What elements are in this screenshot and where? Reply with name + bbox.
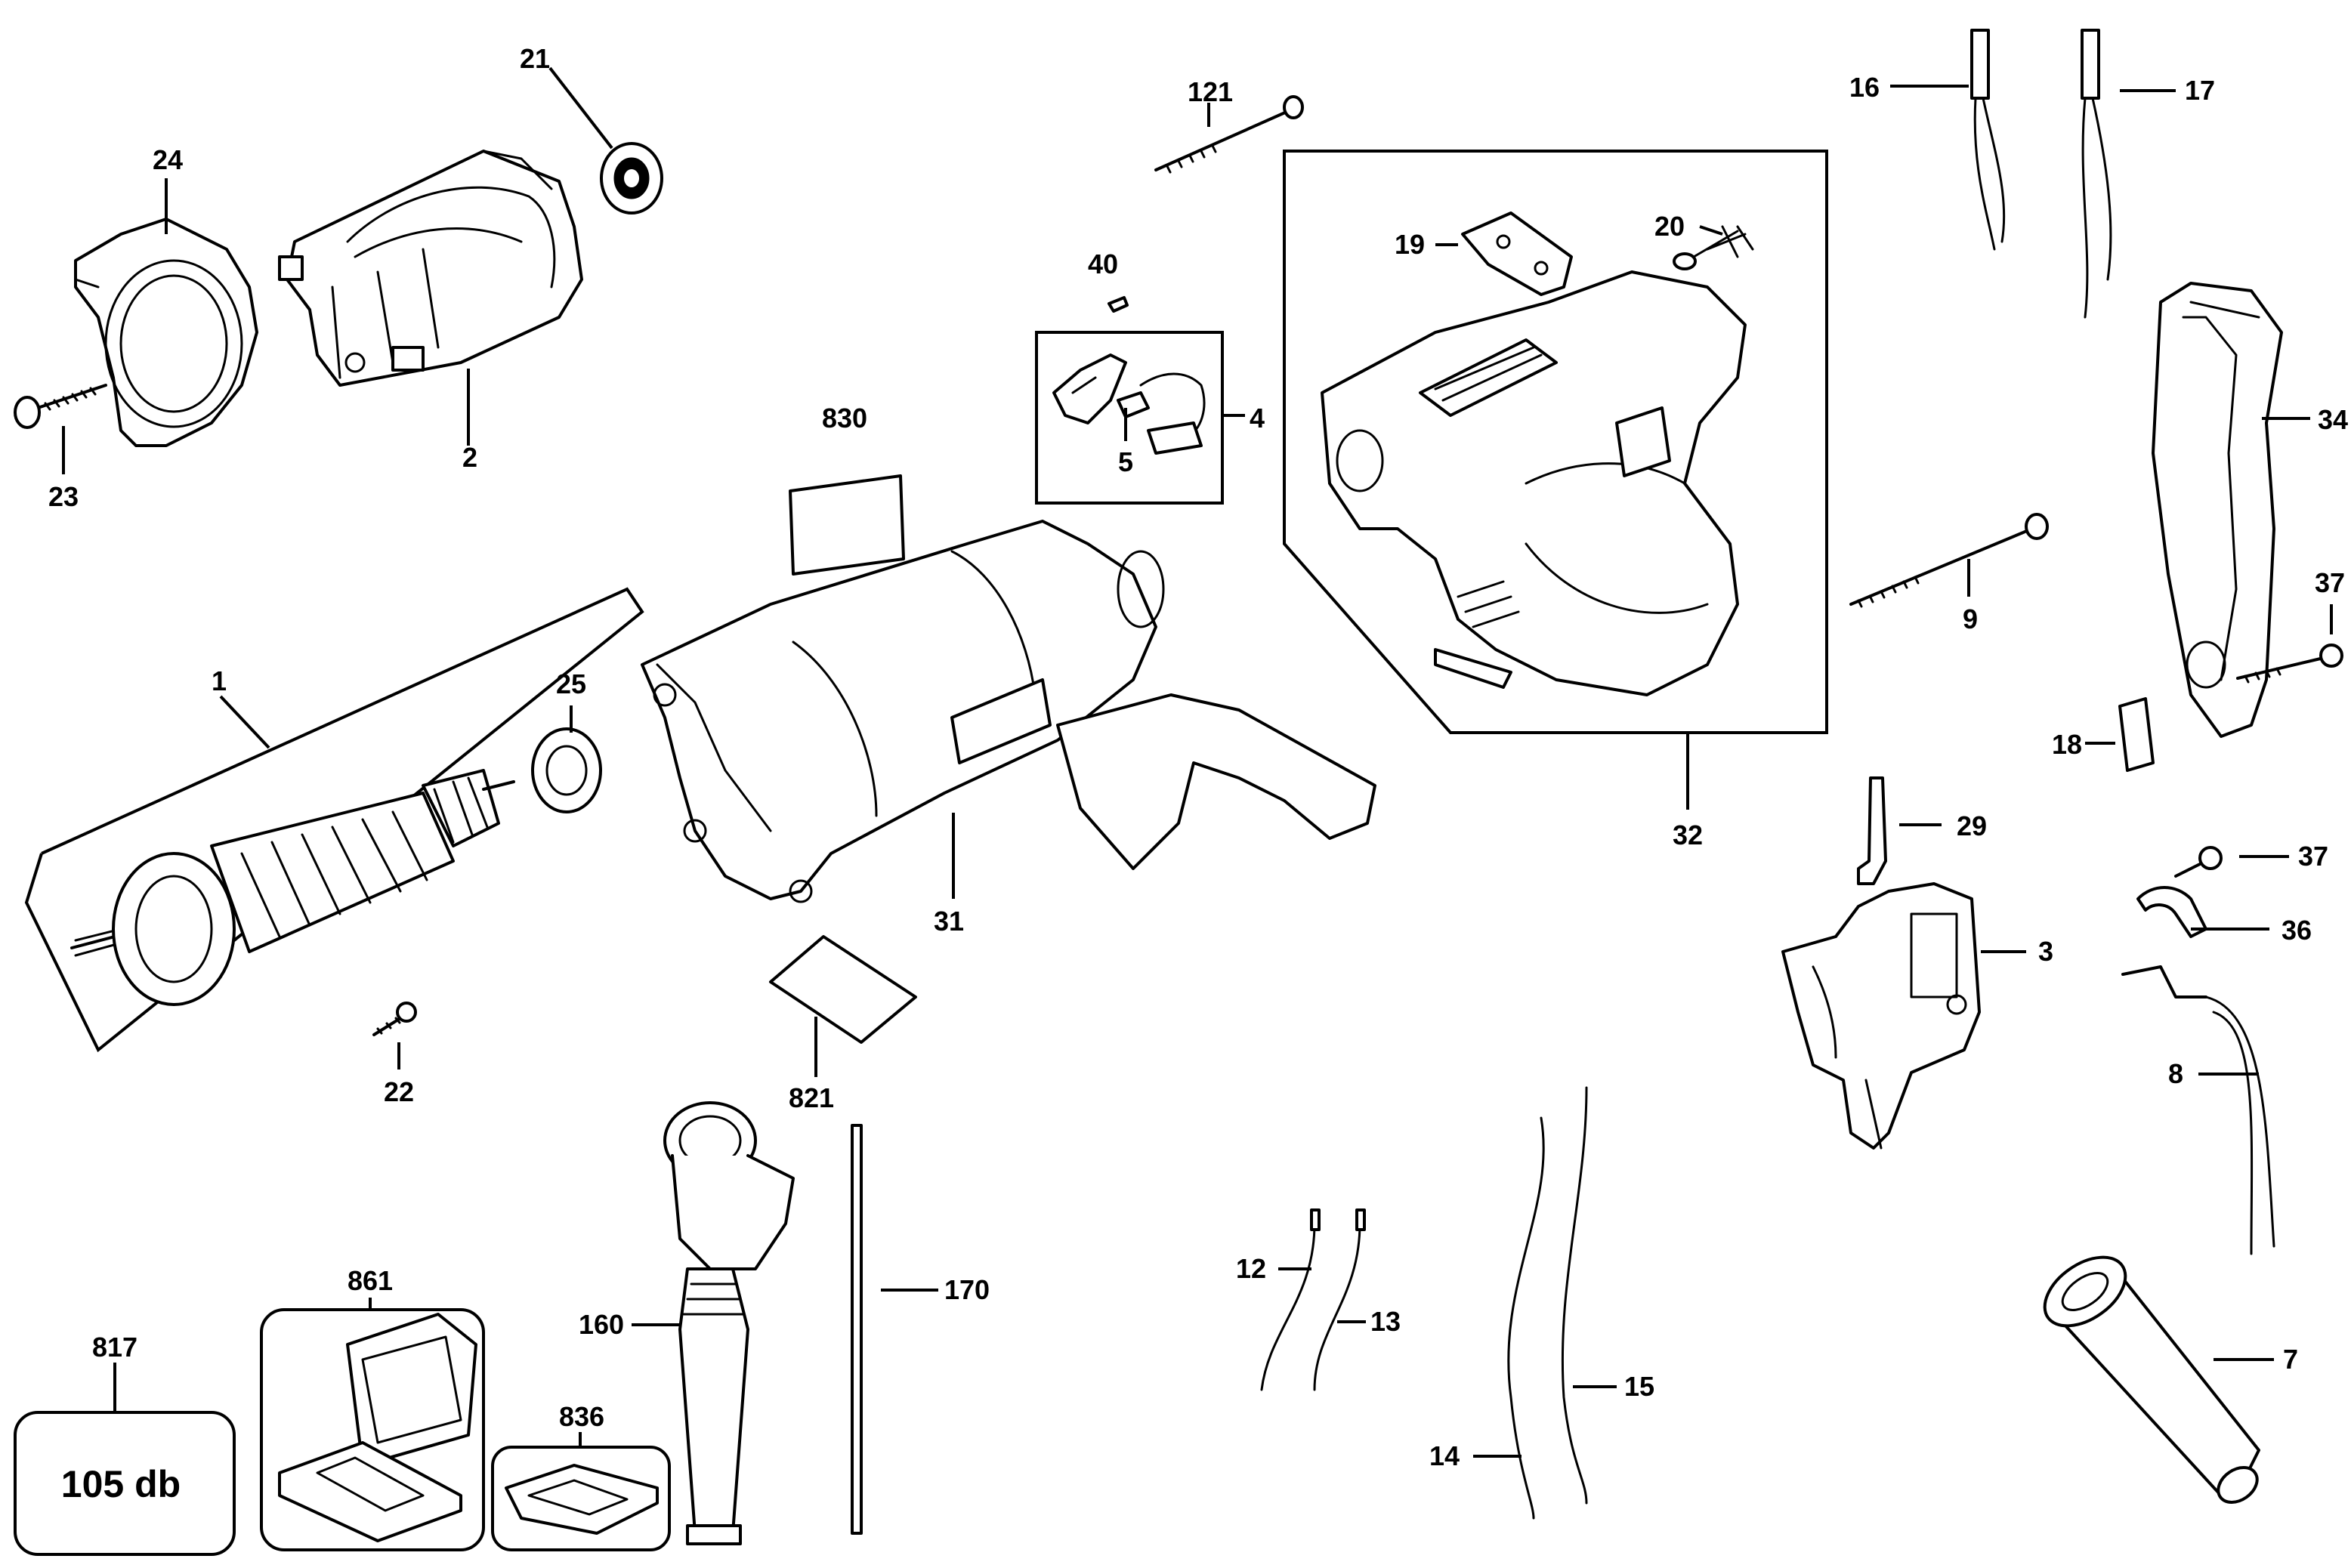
part-37-screw-upper bbox=[2236, 644, 2343, 684]
label-31: 31 bbox=[934, 906, 964, 937]
label-36: 36 bbox=[2281, 915, 2312, 946]
label-21: 21 bbox=[520, 43, 550, 74]
label-817: 817 bbox=[92, 1332, 137, 1363]
label-37-lower: 37 bbox=[2298, 841, 2328, 872]
part-2-field-stator bbox=[278, 150, 583, 387]
label-32: 32 bbox=[1673, 819, 1703, 850]
label-25: 25 bbox=[556, 668, 586, 699]
label-22: 22 bbox=[384, 1076, 414, 1107]
part-4-group-box bbox=[1035, 331, 1224, 505]
label-15: 15 bbox=[1624, 1371, 1654, 1402]
part-20-spring bbox=[1673, 225, 1754, 270]
part-836-insert bbox=[491, 1446, 671, 1551]
part-18-brush bbox=[2118, 697, 2155, 772]
label-160: 160 bbox=[579, 1309, 624, 1340]
label-16: 16 bbox=[1849, 72, 1880, 103]
label-830: 830 bbox=[822, 403, 867, 434]
part-830-label bbox=[789, 474, 905, 576]
leader-lines bbox=[62, 66, 2333, 1458]
part-number-labels: 21 24 2 23 121 40 830 4 5 19 20 16 17 34… bbox=[48, 43, 2348, 1471]
label-29: 29 bbox=[1957, 810, 1987, 841]
label-836: 836 bbox=[559, 1401, 604, 1432]
part-1-armature bbox=[70, 769, 515, 1006]
part-817-sound-label: 105 db bbox=[14, 1411, 236, 1556]
part-14-lead bbox=[1507, 1116, 1545, 1520]
label-7: 7 bbox=[2283, 1344, 2298, 1375]
label-4: 4 bbox=[1250, 403, 1265, 434]
part-31-motor-housing bbox=[641, 520, 1376, 903]
part-170-depth-rod bbox=[851, 1124, 863, 1535]
part-34-handle-half bbox=[2152, 282, 2283, 738]
part-5-brush bbox=[1117, 391, 1203, 455]
part-22-screw bbox=[372, 1002, 417, 1036]
part-29-slide bbox=[1857, 776, 1887, 885]
part-15-lead bbox=[1561, 1086, 1588, 1505]
part-8-cord bbox=[2121, 965, 2275, 1255]
part-12-lead bbox=[1260, 1208, 1321, 1391]
label-821: 821 bbox=[789, 1082, 834, 1113]
label-24: 24 bbox=[153, 144, 183, 175]
label-121: 121 bbox=[1188, 76, 1233, 107]
label-1: 1 bbox=[212, 665, 227, 696]
label-2: 2 bbox=[462, 442, 477, 473]
part-160-side-handle bbox=[663, 1101, 795, 1545]
label-5: 5 bbox=[1118, 446, 1133, 477]
sound-level-text: 105 db bbox=[61, 1463, 181, 1505]
part-23-screw bbox=[14, 384, 107, 429]
part-861-kit-box bbox=[260, 1308, 485, 1551]
label-18: 18 bbox=[2052, 729, 2082, 760]
part-32-gear-housing bbox=[1321, 270, 1747, 696]
part-3-switch bbox=[1781, 882, 1981, 1150]
part-32-group-box bbox=[1283, 150, 1828, 734]
part-40-screw bbox=[1108, 296, 1129, 313]
label-9: 9 bbox=[1963, 603, 1978, 634]
part-4-brush-holder bbox=[1052, 353, 1206, 440]
label-170: 170 bbox=[944, 1274, 990, 1305]
label-34: 34 bbox=[2318, 404, 2348, 435]
part-16-lead bbox=[1970, 29, 2006, 251]
part-7-grip bbox=[2043, 1255, 2260, 1504]
label-14: 14 bbox=[1429, 1440, 1460, 1471]
part-24-baffle bbox=[74, 218, 258, 447]
part-19-cover bbox=[1461, 211, 1573, 296]
part-821-label bbox=[769, 935, 917, 1044]
label-3: 3 bbox=[2038, 936, 2053, 967]
part-17-lead bbox=[2081, 29, 2112, 319]
label-13: 13 bbox=[1370, 1306, 1401, 1337]
part-37-screw-lower bbox=[2174, 846, 2223, 878]
label-40: 40 bbox=[1088, 248, 1118, 279]
part-9-screw bbox=[1849, 513, 2049, 608]
label-19: 19 bbox=[1395, 229, 1425, 260]
label-8: 8 bbox=[2168, 1058, 2183, 1089]
part-21-bearing bbox=[600, 142, 663, 215]
label-17: 17 bbox=[2185, 75, 2215, 106]
label-12: 12 bbox=[1236, 1253, 1266, 1284]
part-25-bearing bbox=[531, 727, 602, 813]
label-861: 861 bbox=[348, 1265, 393, 1296]
label-23: 23 bbox=[48, 481, 79, 512]
label-20: 20 bbox=[1654, 211, 1685, 242]
part-121-screw bbox=[1154, 95, 1304, 174]
label-37-upper: 37 bbox=[2315, 567, 2345, 598]
part-13-lead bbox=[1313, 1208, 1366, 1391]
